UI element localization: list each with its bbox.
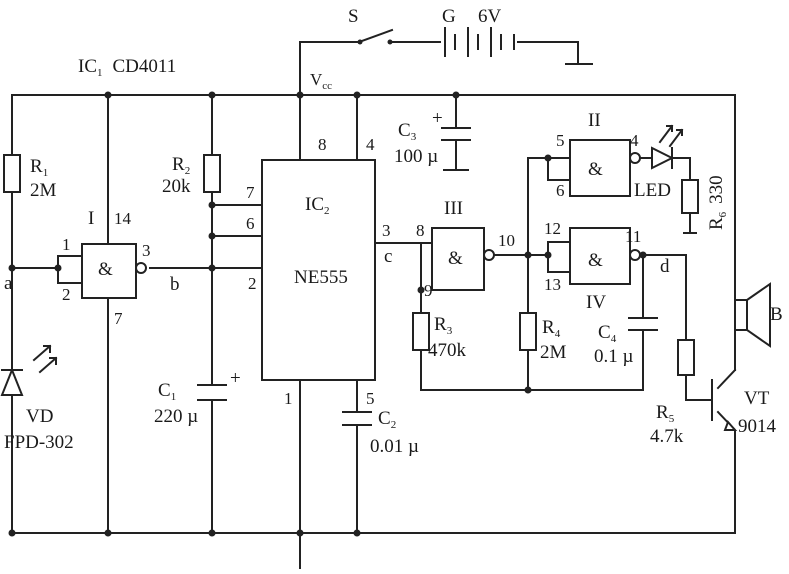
pin-label: 8 <box>416 221 425 240</box>
pin-label: 3 <box>142 241 151 260</box>
gate-ii-label: II <box>588 110 601 131</box>
pin-label: 5 <box>556 131 565 150</box>
gate-iii-bubble <box>484 250 494 260</box>
resistor-r5 <box>678 340 694 375</box>
battery-label: G <box>442 6 456 27</box>
gate-ii-symbol: & <box>588 159 603 180</box>
pin-label: 2 <box>62 285 71 304</box>
capacitor-c2 <box>343 412 371 425</box>
vcc-label: Vcc <box>310 70 332 92</box>
switch-label: S <box>348 6 359 27</box>
led-label: LED <box>634 180 671 201</box>
gate-iv-bubble <box>630 250 640 260</box>
resistor-r1 <box>4 155 20 192</box>
c1-value: 220 µ <box>154 406 198 427</box>
battery-g <box>445 28 514 56</box>
node-b: b <box>170 274 180 295</box>
r5-value: 4.7k <box>650 426 684 447</box>
pin-label: 6 <box>556 181 565 200</box>
switch-s <box>358 30 393 45</box>
transistor-part: 9014 <box>738 416 777 437</box>
gate-i-symbol: & <box>98 259 113 280</box>
r1-value: 2M <box>30 180 57 201</box>
battery-voltage: 6V <box>478 6 502 27</box>
resistor-r6 <box>682 180 698 213</box>
r2-name: R2 <box>172 154 190 177</box>
r3-value: 470k <box>428 340 467 361</box>
led <box>652 126 682 168</box>
node-d: d <box>660 256 670 277</box>
pin-label: 13 <box>544 275 561 294</box>
pin-label: 10 <box>498 231 515 250</box>
capacitor-c1 <box>198 385 226 400</box>
pin-label: 4 <box>630 131 639 150</box>
c1-plus: + <box>230 368 241 389</box>
c3-plus: + <box>432 108 443 129</box>
c4-value: 0.1 µ <box>594 346 634 367</box>
c3-value: 100 µ <box>394 146 438 167</box>
r1-name: R1 <box>30 156 48 179</box>
r2-value: 20k <box>162 176 191 197</box>
pin-label: 8 <box>318 135 327 154</box>
node-a: a <box>4 273 13 294</box>
pin-label: 4 <box>366 135 375 154</box>
pin-label: 2 <box>248 274 257 293</box>
capacitor-c4 <box>629 318 657 330</box>
node-c: c <box>384 246 392 267</box>
pin-label: 1 <box>62 235 71 254</box>
buzzer-label: B <box>770 304 783 325</box>
gate-i-label: I <box>88 208 94 229</box>
resistor-r3 <box>413 313 429 350</box>
pin-label: 5 <box>366 389 375 408</box>
ic2-part: NE555 <box>294 267 348 288</box>
gate-iii-label: III <box>444 198 463 219</box>
c2-value: 0.01 µ <box>370 436 419 457</box>
pin-label: 1 <box>284 389 293 408</box>
gate-iv-symbol: & <box>588 250 603 271</box>
r4-value: 2M <box>540 342 567 363</box>
transistor-name: VT <box>744 388 770 409</box>
r6-label: R6330 <box>706 175 729 230</box>
r5-name: R5 <box>656 402 675 425</box>
c1-name: C1 <box>158 380 176 403</box>
pin-label: 6 <box>246 214 255 233</box>
resistor-r4 <box>520 313 536 350</box>
pin-label: 14 <box>114 209 132 228</box>
buzzer-b <box>735 284 770 346</box>
pin-label: 11 <box>625 227 641 246</box>
gate-iv-label: IV <box>586 292 606 313</box>
r4-name: R4 <box>542 317 561 340</box>
gate-i-bubble <box>136 263 146 273</box>
c2-name: C2 <box>378 408 396 431</box>
resistor-r2 <box>204 155 220 192</box>
photodiode-vd <box>2 346 56 395</box>
ic1-label: IC1CD4011 <box>78 56 176 79</box>
gate-iii-symbol: & <box>448 248 463 269</box>
pin-label: 7 <box>246 183 255 202</box>
gate-ii-bubble <box>630 153 640 163</box>
photodiode-part: FPD-302 <box>4 432 74 453</box>
photodiode-name: VD <box>26 406 53 427</box>
r3-name: R3 <box>434 314 453 337</box>
transistor-vt <box>712 380 735 430</box>
pin-label: 3 <box>382 221 391 240</box>
pin-label: 9 <box>424 281 433 300</box>
c4-name: C4 <box>598 322 617 345</box>
pin-label: 7 <box>114 309 123 328</box>
c3-name: C3 <box>398 120 417 143</box>
pin-label: 12 <box>544 219 561 238</box>
